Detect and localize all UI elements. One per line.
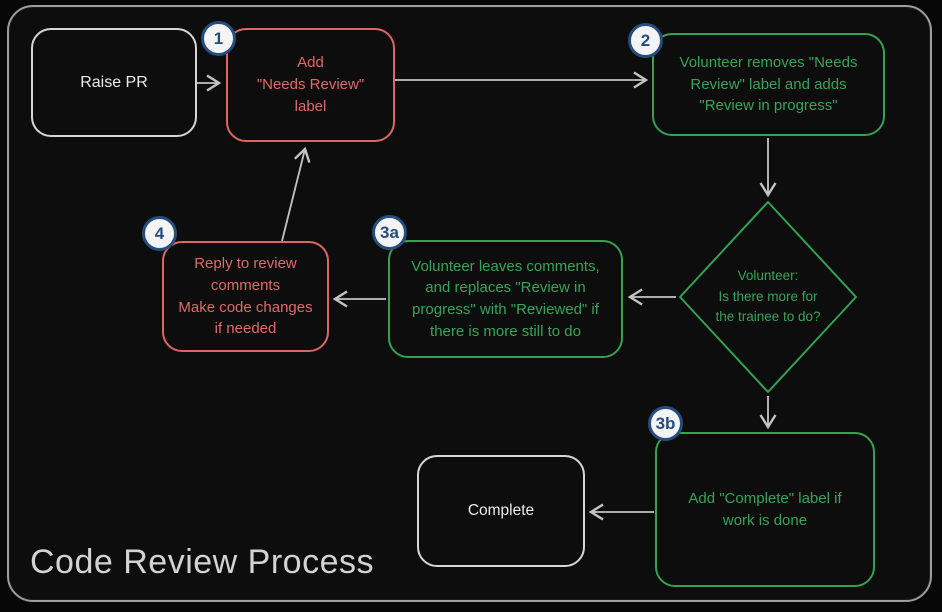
node-volunteer-removes[interactable]: Volunteer removes "Needs Review" label a…	[652, 33, 885, 136]
node-raise-pr-label: Raise PR	[80, 73, 148, 91]
node-reply-to-comments[interactable]: Reply to review comments Make code chang…	[162, 241, 329, 352]
step-badge-4: 4	[142, 216, 177, 251]
page-title: Code Review Process	[30, 543, 374, 581]
node-decision[interactable]: Volunteer: Is there more for the trainee…	[678, 200, 858, 394]
node-add-needs-review[interactable]: Add "Needs Review" label	[226, 28, 395, 142]
step-badge-3a-label: 3a	[380, 222, 399, 242]
node-reply-to-comments-label: Reply to review comments Make code chang…	[178, 255, 313, 338]
node-volunteer-removes-label: Volunteer removes "Needs Review" label a…	[679, 53, 858, 115]
node-add-needs-review-label: Add "Needs Review" label	[256, 54, 365, 115]
node-raise-pr[interactable]: Raise PR	[31, 28, 197, 137]
node-volunteer-leaves-comments-label: Volunteer leaves comments, and replaces …	[411, 257, 600, 340]
step-badge-2-label: 2	[640, 30, 651, 50]
node-add-complete-label-label: Add "Complete" label if work is done	[688, 489, 842, 529]
node-complete-label: Complete	[467, 501, 535, 519]
node-decision-label: Volunteer: Is there more for the trainee…	[715, 267, 821, 325]
decision-diamond-shape	[679, 201, 857, 393]
step-badge-1: 1	[201, 21, 236, 56]
node-add-complete-label[interactable]: Add "Complete" label if work is done	[655, 432, 875, 587]
step-badge-4-label: 4	[154, 223, 165, 243]
arrow-reply-to-add-needs-review	[281, 146, 311, 242]
node-volunteer-leaves-comments[interactable]: Volunteer leaves comments, and replaces …	[388, 240, 623, 358]
node-complete[interactable]: Complete	[417, 455, 585, 567]
step-badge-3a: 3a	[372, 215, 407, 250]
step-badge-3b-label: 3b	[655, 413, 676, 433]
step-badge-1-label: 1	[213, 28, 224, 48]
step-badge-3b: 3b	[648, 406, 683, 441]
step-badge-2: 2	[628, 23, 663, 58]
